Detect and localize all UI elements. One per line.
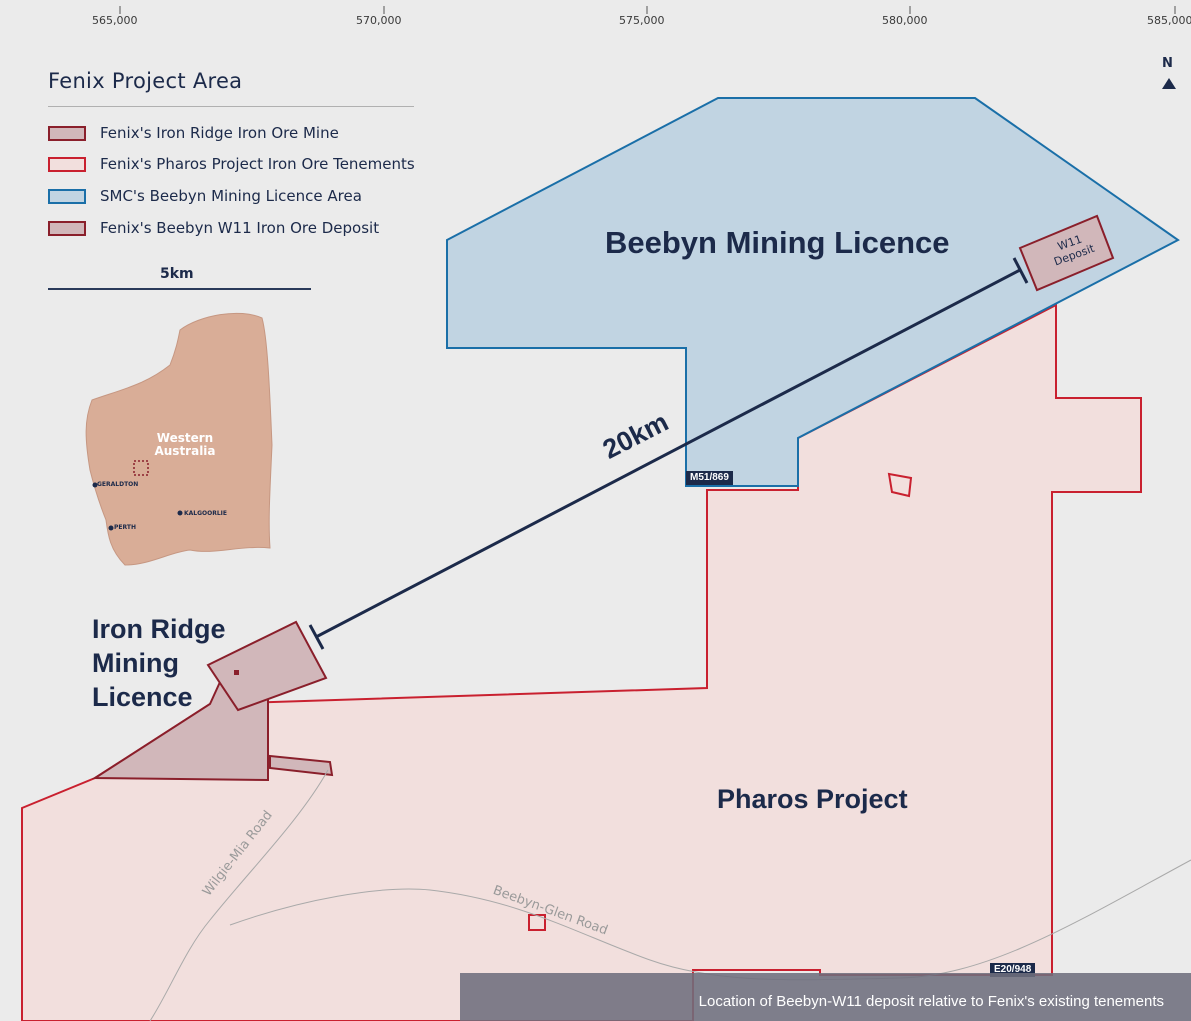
- legend-item-beebyn: SMC's Beebyn Mining Licence Area: [48, 186, 362, 206]
- iron-ridge-pit-area: [206, 620, 328, 712]
- city-label-geraldton: GERALDTON: [97, 481, 139, 488]
- legend-item-pharos: Fenix's Pharos Project Iron Ore Tenement…: [48, 154, 415, 174]
- w11-deposit-area: [1018, 214, 1115, 292]
- axis-ticks: [119, 6, 1176, 14]
- caption-bar: Location of Beebyn-W11 deposit relative …: [460, 973, 1191, 1021]
- legend-label: Fenix's Beebyn W11 Iron Ore Deposit: [100, 219, 380, 237]
- inset-region-label: Western Australia: [154, 431, 216, 458]
- city-dot-icon: [108, 525, 114, 531]
- legend-divider: [48, 106, 414, 107]
- city-label-perth: PERTH: [114, 524, 136, 531]
- x-tick-label: 585,000: [1147, 14, 1191, 27]
- legend-title: Fenix Project Area: [48, 69, 243, 93]
- legend-swatch: [48, 156, 86, 172]
- pharos-small-tenement: [887, 472, 913, 498]
- city-label-kalgoorlie: KALGOORLIE: [184, 510, 228, 517]
- legend-label: Fenix's Iron Ridge Iron Ore Mine: [100, 124, 339, 142]
- pharos-small-tenement: [528, 914, 546, 931]
- beebyn-licence-area: [446, 97, 1180, 487]
- beebyn-licence-title: Beebyn Mining Licence: [605, 225, 950, 260]
- x-tick-label: 565,000: [92, 14, 138, 27]
- caption-text: Location of Beebyn-W11 deposit relative …: [698, 993, 1164, 1010]
- legend-swatch: [48, 125, 86, 141]
- x-tick-label: 570,000: [356, 14, 402, 27]
- iron-ridge-licence-area: [91, 620, 334, 782]
- iron-ridge-marker: [234, 670, 239, 675]
- tenement-tag-m51: M51/869: [686, 471, 733, 485]
- north-label: N: [1162, 56, 1173, 71]
- project-location-marker: [133, 460, 149, 476]
- western-australia-shape: [85, 312, 273, 566]
- wilgie-mia-road: [149, 769, 329, 1021]
- pharos-tenement-area: [21, 303, 1142, 1021]
- x-tick-label: 580,000: [882, 14, 928, 27]
- legend-swatch: [48, 188, 86, 204]
- inset-map: [85, 312, 273, 566]
- x-tick-label: 575,000: [619, 14, 665, 27]
- legend-swatch: [48, 220, 86, 236]
- distance-line: [308, 257, 1029, 650]
- iron-ridge-title-text: Iron Ridge Mining Licence: [92, 614, 226, 712]
- legend-label: SMC's Beebyn Mining Licence Area: [100, 187, 362, 205]
- legend-item-iron-ridge: Fenix's Iron Ridge Iron Ore Mine: [48, 123, 339, 143]
- scale-bar: [48, 288, 311, 290]
- legend-label: Fenix's Pharos Project Iron Ore Tenement…: [100, 155, 415, 173]
- legend-item-w11: Fenix's Beebyn W11 Iron Ore Deposit: [48, 218, 379, 238]
- city-dot-icon: [177, 510, 183, 516]
- scale-bar-label: 5km: [160, 266, 194, 282]
- city-dot-icon: [92, 482, 98, 488]
- north-arrow-icon: [1162, 78, 1176, 89]
- pharos-project-title: Pharos Project: [717, 784, 908, 814]
- beebyn-glen-road: [229, 859, 1191, 981]
- iron-ridge-title: Iron Ridge Mining Licence: [92, 612, 252, 714]
- iron-ridge-access-area: [269, 754, 334, 777]
